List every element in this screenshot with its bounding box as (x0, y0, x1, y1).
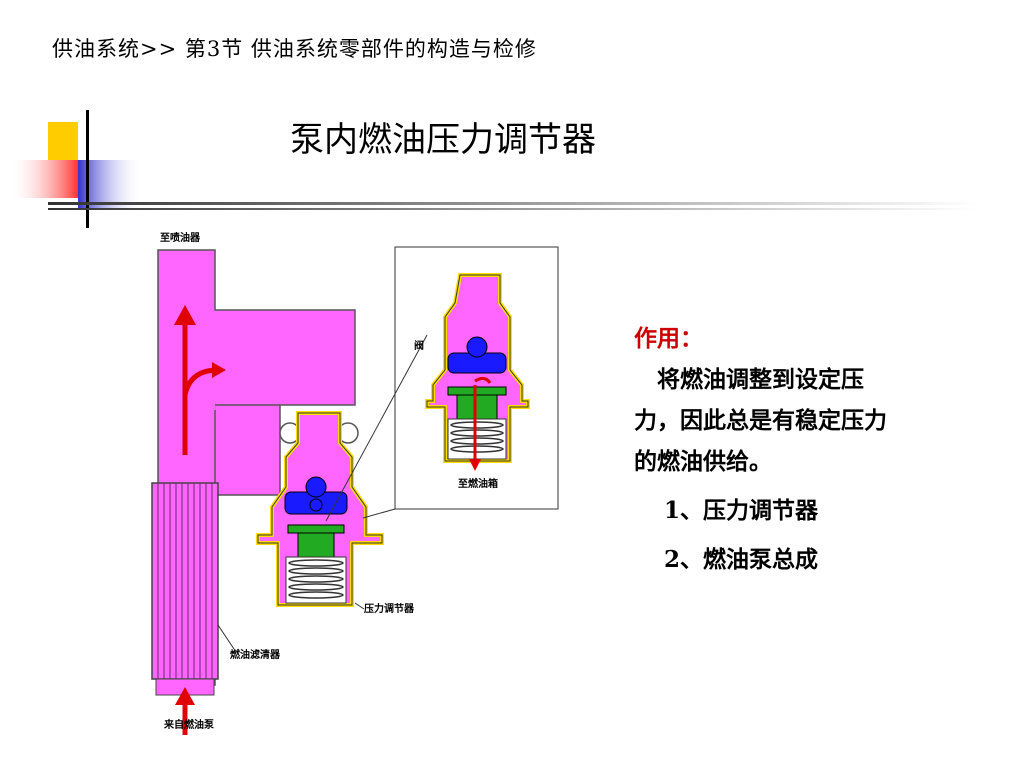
label-to-tank: 至燃油箱 (458, 477, 498, 490)
label-filter: 燃油滤清器 (230, 648, 281, 661)
label-regulator: 压力调节器 (364, 602, 415, 615)
deco-yellow-square (48, 122, 78, 160)
zoom-callout (325, 246, 559, 522)
list-item-2: 2、燃油泵总成 (664, 546, 819, 573)
fuel-filter (151, 482, 219, 696)
deco-horizontal-line (48, 202, 978, 205)
label-from-pump: 来自燃油泵 (163, 718, 215, 731)
flow-arrows (174, 305, 226, 735)
breadcrumb: 供油系统>> 第3节 供油系统零部件的构造与检修 (52, 37, 537, 61)
slide-title: 泵内燃油压力调节器 (290, 120, 596, 160)
function-heading: 作用： (634, 325, 703, 352)
function-text: 作用： 将燃油调整到设定压力，因此总是有稳定压力的燃油供给。 1、压力调节器 2… (634, 318, 904, 580)
function-paragraph: 将燃油调整到设定压力，因此总是有稳定压力的燃油供给。 (634, 366, 887, 475)
label-valve: 阀 (414, 339, 424, 352)
label-to-injector: 至喷油器 (160, 231, 201, 244)
deco-vertical-line (86, 110, 89, 228)
regulator-diagram: 至喷油器 阀 至燃油箱 压力调节器 燃油滤清器 来自燃油泵 (151, 231, 559, 735)
deco-red-square (14, 160, 78, 198)
pressure-regulator (256, 411, 384, 607)
list-item-1: 1、压力调节器 (664, 497, 819, 524)
title-decoration (14, 110, 978, 228)
